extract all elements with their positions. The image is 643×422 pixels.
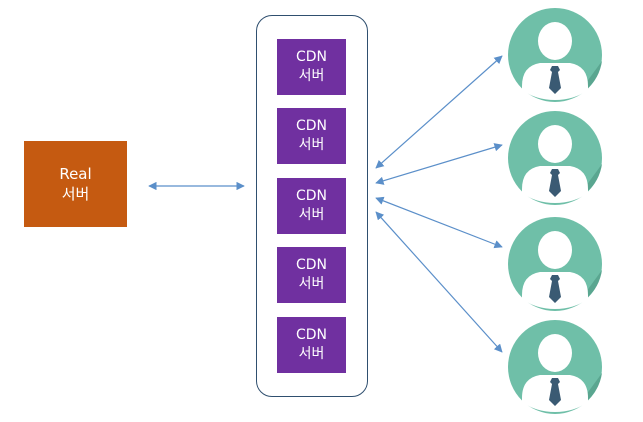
cdn-server-group	[256, 15, 368, 397]
real-server-box: Real 서버	[24, 141, 127, 227]
user-icon	[508, 111, 602, 205]
cdn-server-box: CDN 서버	[277, 178, 346, 234]
user-icon	[508, 320, 602, 414]
cdn-server-label-line1: CDN	[295, 188, 328, 204]
user-icon	[508, 217, 602, 311]
cdn-server-label-line1: CDN	[295, 257, 328, 273]
cdn-server-label-line2: 서버	[298, 276, 325, 292]
cdn-server-label-line1: CDN	[295, 327, 328, 343]
arrow-cdn-to-user-3	[375, 196, 503, 249]
real-server-label-line2: 서버	[61, 185, 90, 203]
real-server-label-line1: Real	[59, 165, 92, 183]
cdn-server-box: CDN 서버	[277, 247, 346, 303]
cdn-server-label-line2: 서버	[298, 68, 325, 84]
cdn-server-label-line1: CDN	[295, 49, 328, 65]
cdn-server-label-line2: 서버	[298, 137, 325, 153]
arrow-cdn-to-user-4	[375, 211, 503, 353]
cdn-server-box: CDN 서버	[277, 108, 346, 164]
cdn-server-label-line2: 서버	[298, 346, 325, 362]
user-icon	[508, 8, 602, 102]
cdn-server-box: CDN 서버	[277, 317, 346, 373]
cdn-server-box: CDN 서버	[277, 39, 346, 95]
cdn-server-label-line1: CDN	[295, 118, 328, 134]
arrow-cdn-to-user-2	[375, 143, 503, 185]
cdn-server-label-line2: 서버	[298, 207, 325, 223]
